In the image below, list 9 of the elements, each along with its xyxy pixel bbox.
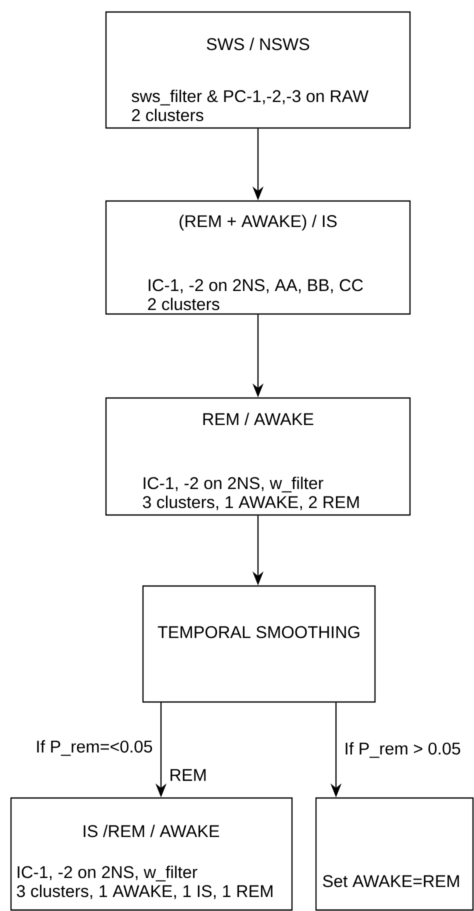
edge-label: If P_rem=<0.05 — [37, 740, 152, 756]
process-box: SWS / NSWS sws_filter & PC-1,-2,-3 on RAW 2 clusters — [105, 11, 411, 129]
state-label: REM — [170, 769, 206, 781]
process-box: TEMPORAL SMOOTHING — [142, 585, 376, 703]
process-box: (REM + AWAKE) / IS IC-1, -2 on 2NS, AA, BB, CC 2 clusters — [105, 200, 411, 315]
process-box: Set AWAKE=REM — [315, 797, 474, 911]
edge-label: If P_rem > 0.05 — [346, 742, 460, 758]
process-box: IS /REM / AWAKE IC-1, -2 on 2NS, w_filter 3 clusters, 1 AWAKE, 1 IS, 1 REM — [10, 797, 293, 911]
process-box: REM / AWAKE IC-1, -2 on 2NS, w_filter 3 clusters, 1 AWAKE, 2 REM — [105, 397, 411, 516]
